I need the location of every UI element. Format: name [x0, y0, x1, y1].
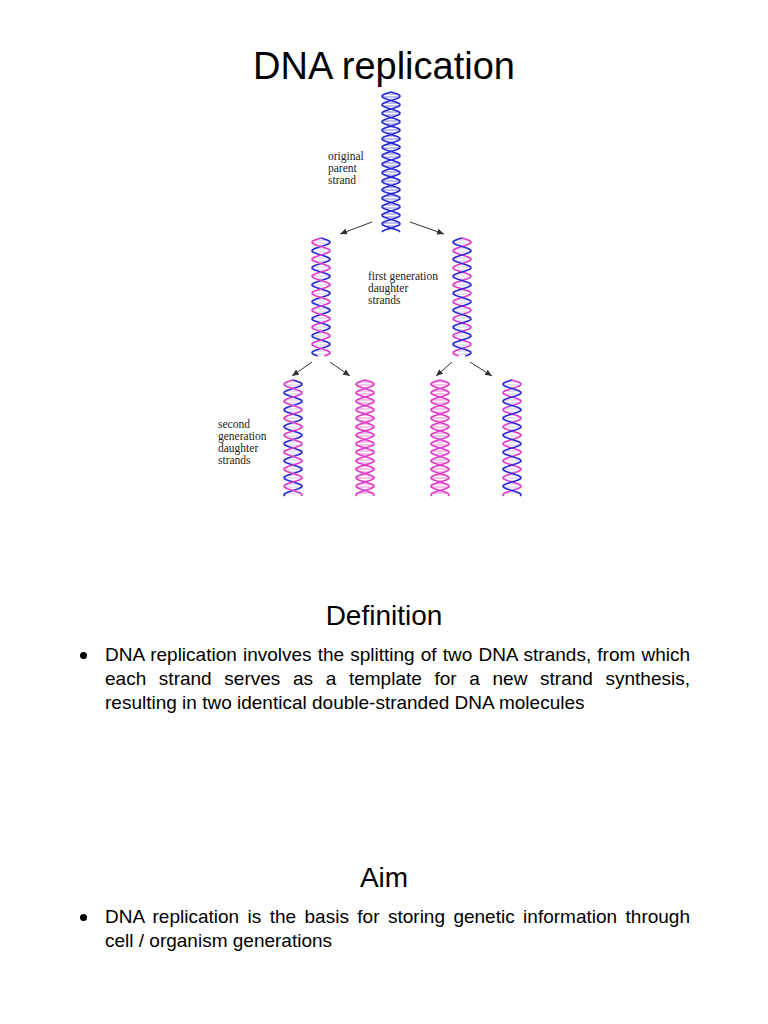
dna-strand [503, 380, 521, 496]
base-pair [382, 148, 399, 149]
base-pair [503, 436, 520, 437]
base-pair [431, 427, 449, 428]
base-pair [356, 487, 373, 488]
base-pair [453, 276, 471, 277]
base-pair [312, 276, 330, 277]
base-pair [431, 487, 448, 488]
base-pair [503, 487, 520, 488]
dna-strand [284, 380, 302, 496]
base-pair [284, 427, 302, 428]
dna-strand [503, 380, 521, 496]
base-pair [312, 345, 329, 346]
double-helices [284, 92, 521, 496]
base-pair [284, 418, 302, 419]
bullet-text: DNA replication involves the splitting o… [105, 643, 690, 715]
base-pair [431, 469, 449, 470]
base-pair [312, 243, 329, 244]
base-pair [312, 285, 330, 286]
page-title: DNA replication [0, 45, 768, 88]
base-pair [503, 469, 521, 470]
base-pair [356, 427, 374, 428]
base-pair [356, 460, 373, 461]
base-pair [312, 327, 330, 328]
base-pair [453, 285, 471, 286]
base-pair [356, 418, 374, 419]
base-pair [356, 469, 374, 470]
dna-strand [356, 380, 374, 496]
base-pair [431, 409, 448, 410]
section-heading: Definition [0, 600, 768, 632]
base-pair [382, 130, 400, 131]
base-pair [503, 460, 520, 461]
dna-strand [431, 380, 449, 496]
base-pair [382, 97, 399, 98]
dna-strand [431, 380, 449, 496]
base-pair [431, 385, 448, 386]
base-pair [503, 427, 521, 428]
base-pair [382, 172, 399, 173]
base-pair [431, 478, 449, 479]
dna-strand [284, 380, 302, 496]
base-pair [453, 243, 470, 244]
base-pair [284, 409, 301, 410]
dna-strand [382, 92, 400, 232]
strand-label: second generation daughter strands [218, 418, 280, 466]
base-pair [284, 469, 302, 470]
branch-arrows [292, 222, 492, 376]
bullet-text: DNA replication is the basis for storing… [105, 905, 690, 953]
strand-label: original parent strand [328, 150, 374, 186]
strand-label: first generation daughter strands [368, 270, 440, 306]
base-pair [453, 345, 470, 346]
base-pair [356, 478, 374, 479]
base-pair [284, 478, 302, 479]
base-pair [453, 327, 471, 328]
base-pair [453, 267, 470, 268]
base-pair [382, 181, 400, 182]
base-pair [312, 318, 329, 319]
base-pair [284, 487, 301, 488]
base-pair [382, 139, 400, 140]
base-pair [284, 436, 301, 437]
base-pair [284, 460, 301, 461]
base-pair [431, 418, 449, 419]
base-pair [312, 294, 329, 295]
base-pair [382, 190, 400, 191]
section-heading: Aim [0, 862, 768, 894]
base-pair [356, 409, 373, 410]
base-pair [382, 199, 399, 200]
base-pair [431, 436, 448, 437]
dna-strand [312, 238, 330, 356]
dna-strand [382, 92, 400, 232]
base-pair [356, 436, 373, 437]
base-pair [284, 385, 301, 386]
bullet-dot [80, 652, 87, 659]
base-pair [503, 418, 521, 419]
base-pair [453, 336, 471, 337]
bullet-dot [80, 914, 87, 921]
base-pair [503, 385, 520, 386]
base-pair [312, 267, 329, 268]
base-pair [356, 385, 373, 386]
base-pair [453, 318, 470, 319]
base-pair [431, 460, 448, 461]
base-pair [382, 121, 399, 122]
dna-strand [356, 380, 374, 496]
dna-strand [453, 238, 471, 356]
base-pair [503, 409, 520, 410]
base-pair [382, 223, 399, 224]
dna-strand [312, 238, 330, 356]
base-pair [453, 294, 470, 295]
dna-strand [453, 238, 471, 356]
base-pair [503, 478, 521, 479]
base-pair [312, 336, 330, 337]
